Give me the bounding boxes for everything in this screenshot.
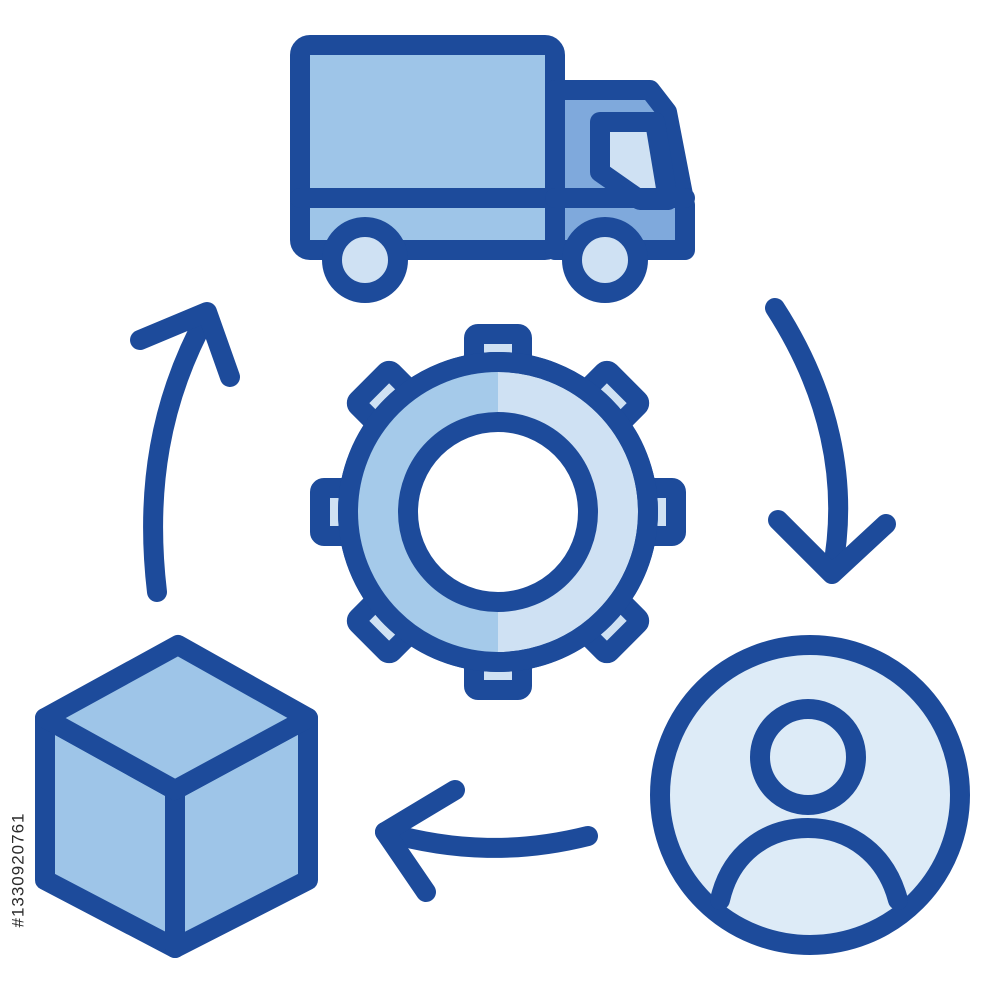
user-profile-icon xyxy=(650,635,970,955)
truck-cargo-box xyxy=(290,35,565,260)
truck-front-wheel xyxy=(562,217,648,303)
box-icon xyxy=(35,635,318,958)
flow-arrows xyxy=(130,298,896,902)
stock-image-id-text: #1330920761 xyxy=(8,812,28,928)
arrow-up-icon xyxy=(130,302,240,602)
gear-icon xyxy=(310,324,686,700)
truck-rear-wheel xyxy=(322,217,408,303)
arrow-left-icon xyxy=(375,780,598,902)
gear-rim xyxy=(338,352,658,672)
box-top-face xyxy=(35,635,318,800)
arrow-clockwise-icon xyxy=(765,298,896,584)
gear-hole xyxy=(398,412,598,612)
truck-icon xyxy=(290,35,695,303)
user-head xyxy=(750,699,866,815)
user-shoulders xyxy=(710,818,908,910)
stock-image-id: #1330920761 xyxy=(6,760,30,980)
